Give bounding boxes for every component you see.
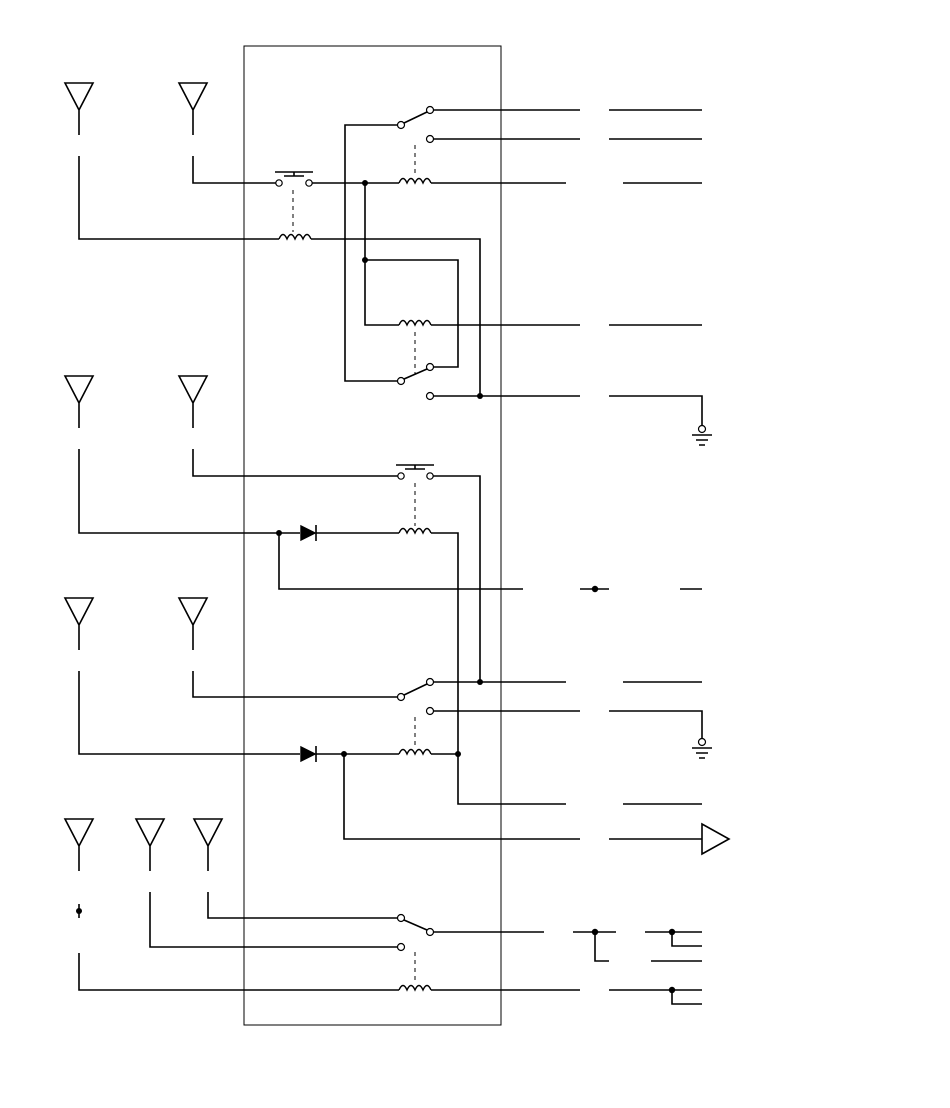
outputs-bottom — [573, 928, 702, 1005]
switch-contact-icon — [396, 105, 435, 144]
ground-icon — [692, 424, 712, 446]
junction-dot-icon — [477, 393, 483, 399]
wire — [671, 990, 702, 1005]
wire — [364, 183, 399, 326]
push-button-icon — [275, 171, 313, 187]
section-bottom-relay — [76, 892, 580, 992]
wire — [192, 449, 399, 477]
outputs-lower — [609, 681, 731, 856]
antenna-group-3 — [63, 597, 209, 650]
antenna-group-4 — [63, 818, 224, 871]
wire — [344, 124, 397, 382]
buffer-triangle-icon — [701, 822, 731, 856]
junction-dot-icon — [591, 585, 599, 593]
wire — [278, 533, 523, 590]
wire — [645, 931, 702, 947]
antenna-icon — [177, 597, 209, 650]
antenna-icon — [63, 597, 95, 650]
switch-contact-icon — [396, 913, 435, 952]
wire — [365, 259, 459, 368]
wire — [78, 953, 399, 991]
wire — [78, 449, 300, 534]
antenna-icon — [177, 82, 209, 135]
antenna-icon — [63, 375, 95, 428]
relay-coil-icon — [398, 984, 432, 992]
wire — [311, 238, 481, 396]
wire — [78, 156, 279, 240]
wire — [431, 532, 566, 805]
antenna-icon — [177, 375, 209, 428]
antenna-icon — [192, 818, 224, 871]
antenna-icon — [63, 818, 95, 871]
ground-icon — [692, 737, 712, 759]
relay-coil-icon — [278, 233, 312, 241]
antenna-icon — [134, 818, 166, 871]
wire — [609, 710, 703, 739]
wire — [192, 671, 397, 698]
wire — [433, 475, 481, 682]
relay-enclosure — [243, 45, 502, 1026]
relay-coil-icon — [398, 748, 432, 756]
section-lower-relay — [78, 671, 580, 840]
wire — [207, 892, 397, 919]
switch-contact-icon — [396, 677, 435, 716]
junction-dot-icon — [477, 679, 483, 685]
wire — [594, 932, 609, 962]
outputs-top — [609, 109, 712, 446]
antenna-group-1 — [63, 82, 209, 135]
antenna-icon — [63, 82, 95, 135]
junction-dot-icon — [455, 751, 461, 757]
section-top-relay — [78, 105, 580, 401]
wire — [609, 395, 703, 426]
wire — [343, 754, 580, 840]
section-middle-relay — [78, 449, 702, 805]
relay-coil-icon — [398, 319, 432, 327]
diode-icon — [300, 524, 317, 542]
antenna-group-2 — [63, 375, 209, 428]
relay-coil-icon — [398, 177, 432, 185]
wire — [192, 156, 278, 184]
push-button-icon — [396, 464, 434, 480]
wire — [149, 892, 397, 948]
switch-contact-icon — [396, 362, 435, 401]
wire — [78, 671, 300, 755]
diode-icon — [300, 745, 317, 763]
relay-coil-icon — [398, 527, 432, 535]
